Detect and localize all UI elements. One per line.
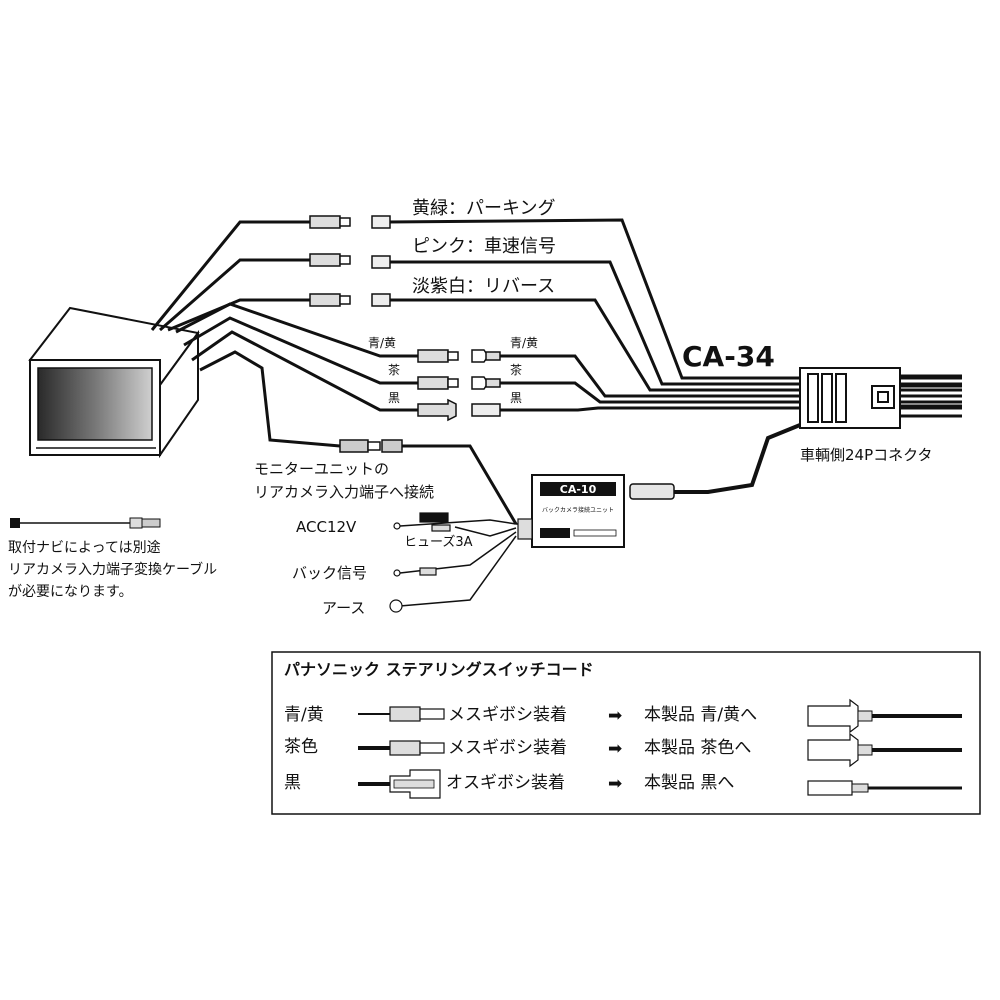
label-right-black: 黒 — [510, 391, 522, 405]
navi-unit — [28, 306, 200, 459]
note-line3: が必要になります。 — [8, 584, 133, 600]
middle-wires — [175, 302, 962, 412]
top-wires — [150, 218, 962, 392]
earth-label: アース — [322, 599, 365, 617]
ca10-plug — [629, 483, 675, 500]
camera-wire — [199, 350, 518, 525]
ca10-unit: CA-10 バックカメラ接続ユニット — [531, 474, 625, 548]
back-signal-label: バック信号 — [292, 564, 367, 582]
label-right-blue-yellow: 青/黄 — [510, 336, 538, 350]
legend-row1-action: メスギボシ装着 — [448, 705, 567, 725]
acc-label: ACC12V — [296, 518, 357, 536]
steering-legend: パナソニック ステアリングスイッチコード 青/黄 メスギボシ装着 ➡ 本製品 青… — [271, 651, 981, 815]
monitor-label-line1: モニターユニットの — [254, 460, 389, 478]
power-terminals — [389, 512, 533, 613]
legend-row3-arrow: ➡ — [608, 774, 622, 794]
legend-row2-action: メスギボシ装着 — [448, 738, 567, 758]
label-pink: ピンク：車速信号 — [412, 236, 556, 257]
ca10-sub-label: バックカメラ接続ユニット — [542, 506, 614, 514]
legend-row3-action: オスギボシ装着 — [446, 773, 565, 793]
legend-row1-target: 本製品 青/黄へ — [644, 705, 757, 725]
label-left-blue-yellow: 青/黄 — [368, 336, 396, 350]
model-label: CA-34 — [682, 340, 775, 373]
note-cable — [10, 517, 161, 529]
connector-24p — [799, 367, 901, 429]
legend-row3-color: 黒 — [284, 773, 301, 793]
monitor-label-line2: リアカメラ入力端子へ接続 — [254, 483, 434, 501]
legend-row3-target: 本製品 黒へ — [644, 773, 734, 793]
label-right-brown: 茶 — [510, 362, 522, 377]
legend-row2-target: 本製品 茶色へ — [644, 738, 751, 758]
note-line2: リアカメラ入力端子変換ケーブル — [8, 561, 217, 578]
legend-row1-arrow: ➡ — [608, 706, 622, 726]
legend-row1-color: 青/黄 — [284, 705, 324, 725]
label-yellow-green: 黄緑：パーキング — [412, 198, 555, 219]
label-left-black: 黒 — [388, 391, 400, 405]
connector-out-wires — [900, 374, 962, 418]
camera-connector — [339, 439, 403, 453]
top-connectors — [309, 215, 391, 307]
middle-connectors — [417, 349, 501, 422]
power-wires — [399, 519, 532, 607]
legend-row2-color: 茶色 — [284, 737, 318, 757]
fuse-label: ヒューズ3A — [404, 534, 473, 550]
label-lavender: 淡紫白：リバース — [412, 276, 555, 297]
legend-row2-arrow: ➡ — [608, 739, 622, 759]
ca10-label: CA-10 — [560, 483, 597, 496]
legend-title: パナソニック ステアリングスイッチコード — [284, 660, 594, 679]
ca10-to-connector-wire — [672, 423, 801, 494]
label-left-brown: 茶 — [388, 362, 400, 377]
connector-24p-label: 車輌側24Pコネクタ — [800, 446, 933, 464]
note-line1: 取付ナビによっては別途 — [8, 539, 161, 556]
